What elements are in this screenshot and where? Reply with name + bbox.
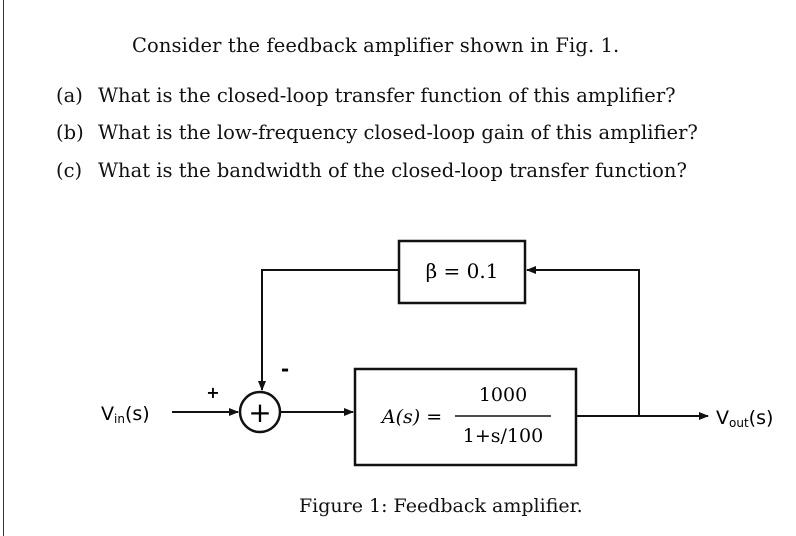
input-signal-subscript: in	[114, 412, 125, 426]
input-signal-main: V	[101, 403, 114, 425]
feedback-return-path	[526, 266, 640, 416]
question-a-text: What is the closed-loop transfer functio…	[98, 84, 676, 107]
output-signal-suffix: (s)	[749, 407, 774, 429]
question-c: (c) What is the bandwidth of the closed-l…	[56, 159, 687, 182]
feedback-block	[397, 239, 527, 305]
problem-intro: Consider the feedback amplifier shown in…	[132, 34, 620, 57]
question-c-text: What is the bandwidth of the closed-loop…	[98, 159, 687, 182]
question-b-text: What is the low-frequency closed-loop ga…	[98, 121, 698, 144]
feedback-to-summer-path	[258, 269, 399, 391]
question-a: (a) What is the closed-loop transfer func…	[56, 84, 676, 107]
question-c-label: (c)	[56, 159, 83, 182]
figure-caption: Figure 1: Feedback amplifier.	[299, 495, 583, 517]
summer-plus-symbol: +	[248, 396, 271, 429]
amplifier-block	[353, 367, 578, 467]
output-signal-label: Vout(s)	[716, 407, 773, 430]
amplifier-lhs: A(s) =	[380, 406, 442, 428]
page-left-border	[3, 0, 4, 536]
summer-input-plus-sign: +	[206, 383, 219, 402]
amplifier-numerator: 1000	[479, 384, 527, 406]
input-signal-label: Vin(s)	[101, 403, 150, 426]
input-signal-suffix: (s)	[125, 403, 150, 425]
amplifier-denominator: 1+s/100	[463, 425, 543, 447]
question-a-label: (a)	[56, 84, 83, 107]
question-b: (b) What is the low-frequency closed-loop…	[56, 121, 698, 144]
output-signal-main: V	[716, 407, 729, 429]
feedback-block-label: β = 0.1	[426, 259, 499, 283]
question-b-label: (b)	[56, 121, 84, 144]
output-signal-subscript: out	[729, 416, 749, 430]
summer-feedback-minus-sign: -	[281, 357, 289, 381]
